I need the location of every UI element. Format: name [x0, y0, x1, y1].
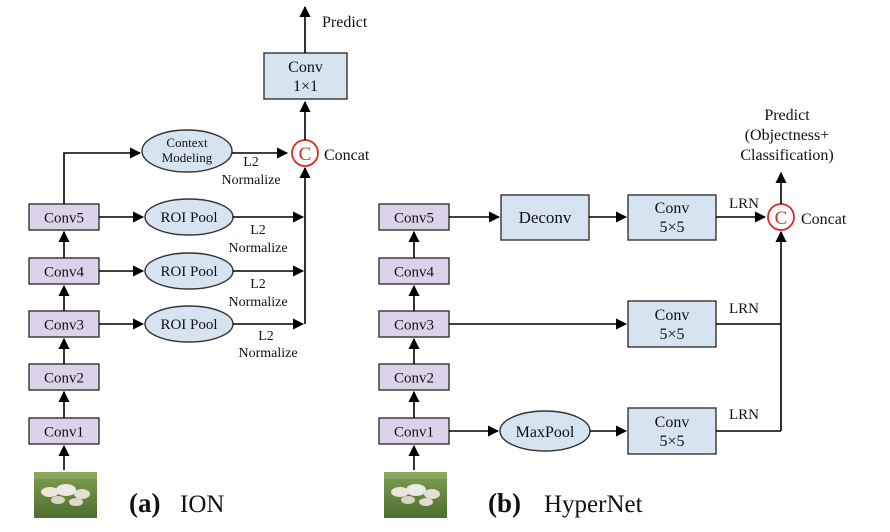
ion-conv1-label: Conv1 — [44, 425, 84, 441]
hypernet-maxpool-branch: MaxPool Conv 5×5 LRN — [449, 407, 781, 455]
conv5x5-bottom-box — [627, 407, 717, 455]
ion-l2-5-line2: Normalize — [228, 241, 287, 256]
ion-l2-4-line2: Normalize — [228, 295, 287, 310]
lrn-bottom-label: LRN — [729, 407, 759, 423]
conv5x5-mid-line1: Conv — [655, 307, 690, 324]
lrn-mid-label: LRN — [729, 301, 759, 317]
ion-conv3: Conv3 — [28, 310, 100, 338]
conv5x5-top-line1: Conv — [655, 200, 690, 217]
hypernet-conv2: Conv2 — [378, 363, 450, 391]
hypernet-caption-letter: (b) — [488, 488, 521, 518]
context-label-line1: Context — [166, 135, 208, 150]
ion-conv-1x1: Conv 1×1 — [263, 52, 348, 100]
ion-conv2: Conv2 — [28, 363, 100, 391]
hypernet-conv1-label: Conv1 — [394, 425, 434, 441]
deconv-label: Deconv — [519, 208, 572, 227]
conv5x5-bottom-line1: Conv — [655, 414, 690, 431]
sheep-image-icon — [384, 472, 447, 518]
ion-caption-name: ION — [180, 491, 224, 518]
context-modeling-ellipse — [141, 129, 233, 173]
ion-conv5: Conv5 — [28, 203, 100, 231]
ion-conv4: Conv4 — [28, 257, 100, 285]
ion-roi-pool-5: ROI Pool L2 Normalize — [99, 198, 305, 256]
roi-pool-5-label: ROI Pool — [160, 210, 217, 226]
hypernet-deconv-branch: Deconv Conv 5×5 LRN — [449, 194, 767, 241]
ion-l2-3-line2: Normalize — [238, 346, 297, 361]
ion-caption-letter: (a) — [129, 488, 160, 518]
ion-roi-pool-4: ROI Pool L2 Normalize — [99, 252, 305, 310]
ion-conv5-label: Conv5 — [44, 211, 84, 227]
deconv-box — [500, 194, 590, 241]
hypernet-predict-line1: Predict — [764, 107, 810, 124]
hypernet-concat-label: Concat — [801, 211, 847, 228]
ion-concat-symbol: C — [299, 144, 312, 165]
hypernet-conv3: Conv3 — [378, 310, 450, 338]
ion-conv3-label: Conv3 — [44, 318, 84, 334]
hypernet-conv5: Conv5 — [378, 203, 450, 231]
roi-pool-4-label: ROI Pool — [160, 264, 217, 280]
ion-conv-1x1-line1: Conv — [288, 59, 323, 76]
ion-conv4-label: Conv4 — [44, 265, 85, 281]
ion-concat: C Concat — [291, 139, 370, 167]
roi-pool-3-label: ROI Pool — [160, 317, 217, 333]
sheep-image-icon — [34, 472, 97, 518]
conv5x5-mid-box — [627, 300, 717, 348]
hypernet-conv2-label: Conv2 — [394, 371, 434, 387]
hypernet-predict-line2: (Objectness+ — [745, 127, 830, 144]
conv5x5-top-box — [627, 194, 717, 241]
hypernet-conv4: Conv4 — [378, 257, 450, 285]
hypernet-caption: (b) HyperNet — [488, 488, 643, 518]
ion-caption: (a) ION — [129, 488, 224, 518]
ion-l2-3-line1: L2 — [258, 329, 274, 344]
ion-conv1: Conv1 — [28, 417, 100, 445]
conv5x5-bottom-line2: 5×5 — [659, 433, 684, 450]
hypernet-input-image — [384, 472, 447, 518]
ion-l2-4-line1: L2 — [250, 277, 266, 292]
hypernet-conv1: Conv1 — [378, 417, 450, 445]
hypernet-diagram: Conv1 Conv2 Conv3 Conv4 Conv5 — [378, 107, 847, 518]
ion-l2-context-line1: L2 — [243, 155, 259, 170]
hypernet-concat-symbol: C — [775, 208, 788, 229]
conv5x5-mid-line2: 5×5 — [659, 326, 684, 343]
ion-input-image — [34, 472, 97, 518]
lrn-top-label: LRN — [729, 196, 759, 212]
conv5x5-top-line2: 5×5 — [659, 219, 684, 236]
hypernet-conv3-branch: Conv 5×5 LRN — [449, 300, 781, 348]
hypernet-conv5-label: Conv5 — [394, 211, 434, 227]
ion-predict-label: Predict — [322, 14, 368, 31]
ion-context-branch: Context Modeling L2 Normalize — [63, 129, 289, 204]
ion-roi-pool-3: ROI Pool L2 Normalize — [99, 305, 305, 361]
hypernet-conv4-label: Conv4 — [394, 265, 435, 281]
ion-concat-label: Concat — [324, 147, 370, 164]
hypernet-concat: C Concat — [767, 203, 847, 231]
ion-conv2-label: Conv2 — [44, 371, 84, 387]
hypernet-predict-line3: Classification) — [740, 147, 833, 164]
ion-l2-5-line1: L2 — [250, 223, 266, 238]
maxpool-label: MaxPool — [516, 424, 575, 441]
ion-diagram: Conv1 Conv2 Conv3 Conv4 Conv5 — [28, 5, 370, 518]
ion-conv-1x1-line2: 1×1 — [293, 78, 318, 95]
hypernet-caption-name: HyperNet — [544, 491, 643, 518]
ion-l2-context-line2: Normalize — [221, 173, 280, 188]
hypernet-conv3-label: Conv3 — [394, 318, 434, 334]
context-label-line2: Modeling — [162, 150, 213, 165]
